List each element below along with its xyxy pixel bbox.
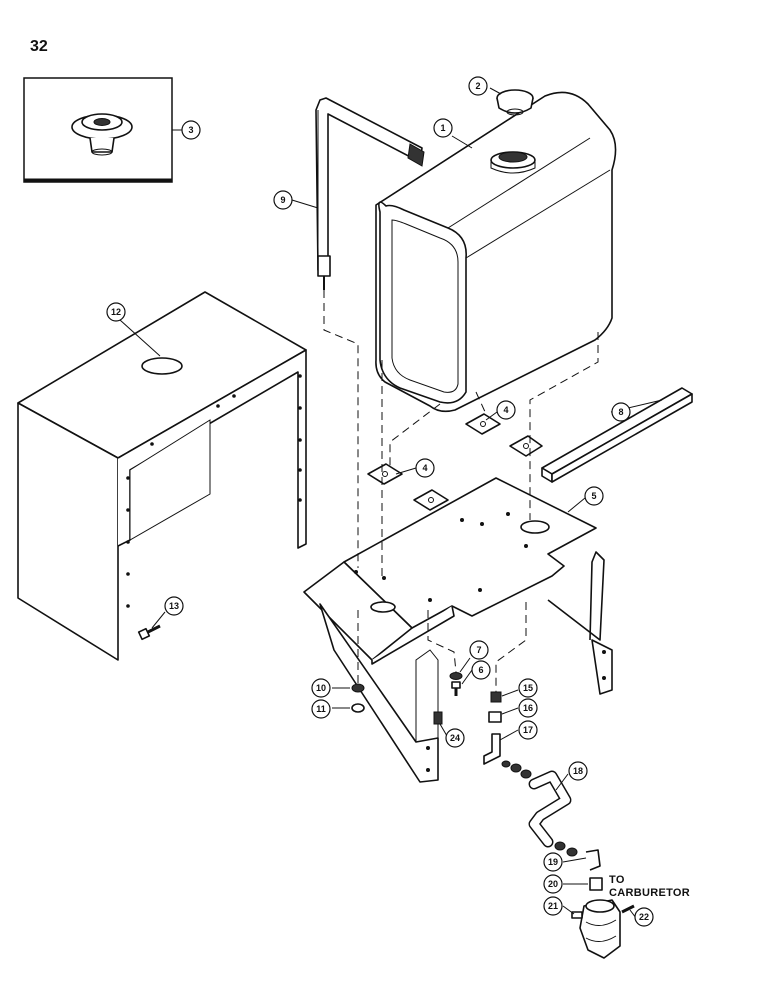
tank-strap-part bbox=[315, 97, 425, 290]
callout-2: 2 bbox=[468, 76, 488, 96]
callout-21: 21 bbox=[543, 896, 563, 916]
callout-16: 16 bbox=[518, 698, 538, 718]
svg-text:4: 4 bbox=[422, 463, 427, 473]
callout-20: 20 bbox=[543, 874, 563, 894]
svg-text:7: 7 bbox=[476, 645, 481, 655]
svg-text:22: 22 bbox=[639, 912, 649, 922]
to-carburetor-label-line1: TO bbox=[609, 874, 625, 886]
svg-text:11: 11 bbox=[316, 704, 326, 714]
callout-24: 24 bbox=[445, 728, 465, 748]
callout-1: 1 bbox=[433, 118, 453, 138]
callout-4-upper: 4 bbox=[496, 400, 516, 420]
callout-4-lower: 4 bbox=[415, 458, 435, 478]
svg-text:16: 16 bbox=[523, 703, 533, 713]
callout-22: 22 bbox=[634, 907, 654, 927]
fuel-tank-part bbox=[375, 91, 617, 413]
svg-text:13: 13 bbox=[169, 601, 179, 611]
cap-inset-part bbox=[71, 113, 133, 156]
svg-text:15: 15 bbox=[523, 683, 533, 693]
tank-shield-part bbox=[17, 291, 307, 661]
svg-text:21: 21 bbox=[548, 901, 558, 911]
callout-3: 3 bbox=[181, 120, 201, 140]
svg-text:18: 18 bbox=[573, 766, 583, 776]
svg-text:6: 6 bbox=[478, 665, 483, 675]
svg-text:1: 1 bbox=[440, 123, 445, 133]
svg-text:2: 2 bbox=[475, 81, 480, 91]
callout-15: 15 bbox=[518, 678, 538, 698]
svg-text:4: 4 bbox=[503, 405, 508, 415]
svg-text:10: 10 bbox=[316, 683, 326, 693]
callout-8: 8 bbox=[611, 402, 631, 422]
svg-text:12: 12 bbox=[111, 307, 121, 317]
svg-text:3: 3 bbox=[188, 125, 193, 135]
svg-text:5: 5 bbox=[591, 491, 596, 501]
page-number: 32 bbox=[30, 38, 48, 55]
leader-lines bbox=[119, 87, 663, 919]
svg-text:17: 17 bbox=[523, 725, 533, 735]
callout-5: 5 bbox=[584, 486, 604, 506]
callout-18: 18 bbox=[568, 761, 588, 781]
callout-9: 9 bbox=[273, 190, 293, 210]
svg-text:9: 9 bbox=[280, 195, 285, 205]
svg-text:8: 8 bbox=[618, 407, 623, 417]
hardware-parts bbox=[137, 624, 635, 959]
callout-17: 17 bbox=[518, 720, 538, 740]
callout-7: 7 bbox=[469, 640, 489, 660]
alignment-lines bbox=[323, 290, 599, 692]
svg-text:24: 24 bbox=[450, 733, 460, 743]
callout-19: 19 bbox=[543, 852, 563, 872]
inset-box bbox=[23, 77, 173, 183]
callout-13: 13 bbox=[164, 596, 184, 616]
filler-cap-part bbox=[496, 89, 534, 116]
svg-text:19: 19 bbox=[548, 857, 558, 867]
to-carburetor-label-line2: CARBURETOR bbox=[609, 887, 691, 899]
callout-12: 12 bbox=[106, 302, 126, 322]
insulator-strip-part bbox=[541, 387, 693, 483]
svg-text:20: 20 bbox=[548, 879, 558, 889]
callout-6: 6 bbox=[471, 660, 491, 680]
callout-11: 11 bbox=[311, 699, 331, 719]
mounting-pads-part bbox=[367, 413, 543, 511]
callout-10: 10 bbox=[311, 678, 331, 698]
